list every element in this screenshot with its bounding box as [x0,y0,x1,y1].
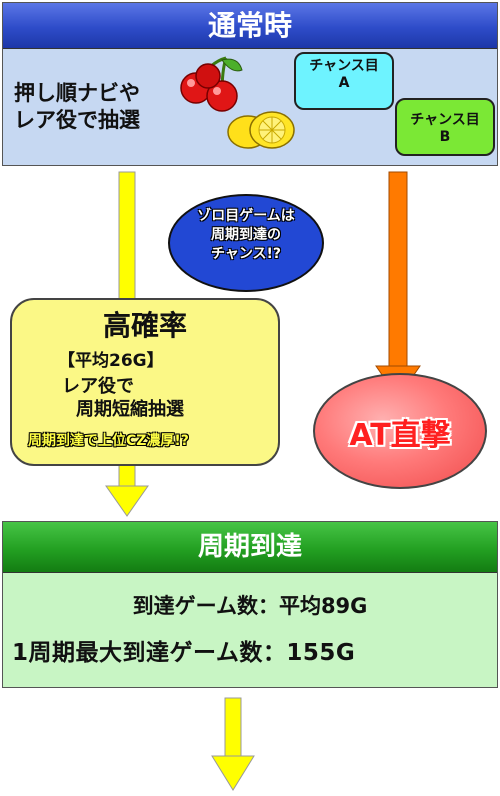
chance-b-line1: チャンス目 [410,112,480,128]
bubble-line1: ゾロ目ゲームは [197,208,295,224]
bubble-line3: チャンス!? [210,246,282,262]
high-probability-average: 【平均26G】 [58,351,164,371]
normal-state-title: 通常時 [3,3,497,49]
high-probability-note: 周期到達で上位CZ濃厚!? [28,433,189,449]
chance-b-line2: B [439,129,451,145]
normal-state-block: 通常時 [2,2,498,166]
chance-a-line1: チャンス目 [309,58,379,74]
zorome-bubble [168,194,324,292]
normal-desc-line1: 押し順ナビや [14,81,140,105]
reach-game-average: 到達ゲーム数：平均89G [132,594,368,618]
high-probability-box [10,298,280,466]
high-desc-line2: 周期短縮抽選 [76,399,184,420]
cycle-reach-title: 周期到達 [3,522,497,573]
high-probability-title: 高確率 [102,309,187,342]
normal-desc-line2: レア役で抽選 [14,108,140,132]
high-probability-description: レア役で 周期短縮抽選 [62,375,184,421]
arrow-to-bottom [105,463,149,517]
chance-eye-b: チャンス目 B [395,98,495,156]
normal-state-description: 押し順ナビや レア役で抽選 [14,80,140,134]
arrow-to-high [118,171,136,301]
chance-a-line2: A [338,75,350,91]
arrow-to-at [375,171,421,399]
bubble-line2: 周期到達の [211,227,281,243]
at-direct-hit-label: AT直撃 [349,418,451,453]
reach-game-max: 1周期最大到達ゲーム数：155G [12,640,356,666]
arrow-next [211,697,255,791]
at-direct-hit-ellipse [313,373,487,489]
chance-eye-a: チャンス目 A [294,52,394,110]
cycle-reach-block: 周期到達 [2,521,498,688]
high-desc-line1: レア役で [62,376,134,397]
zorome-bubble-text: ゾロ目ゲームは 周期到達の チャンス!? [168,207,324,264]
